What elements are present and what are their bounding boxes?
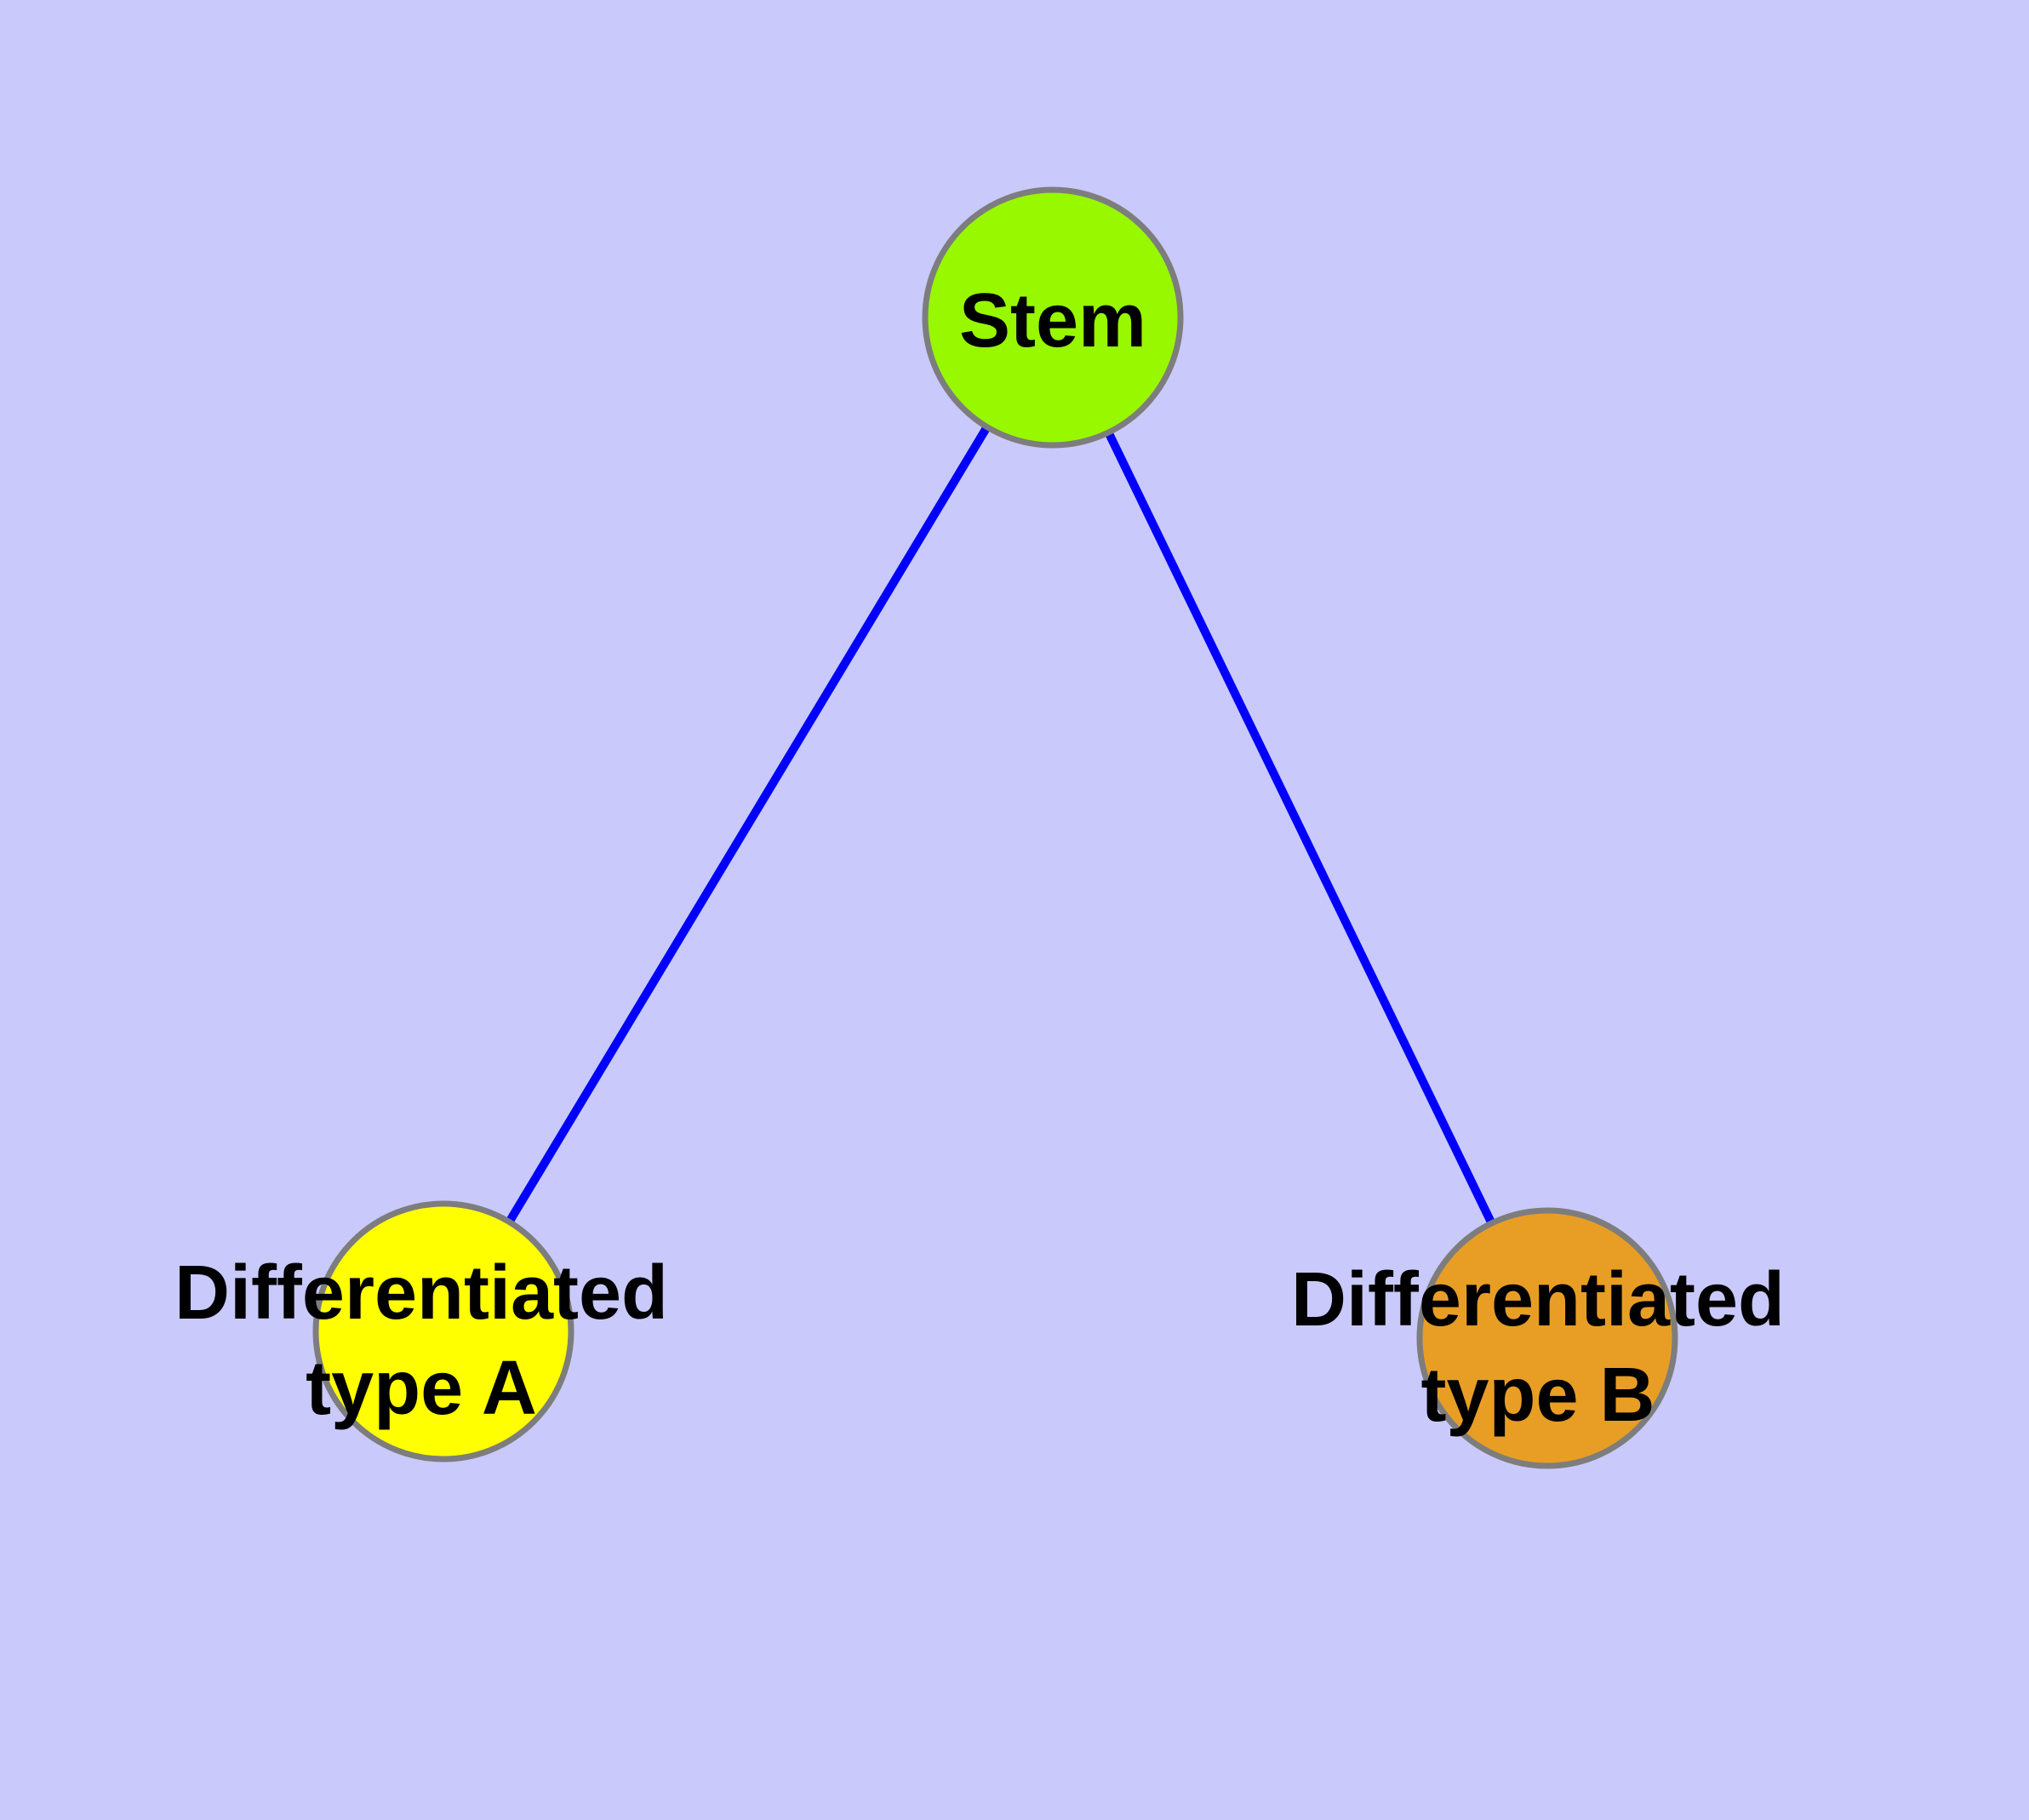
node-label-line: type A: [306, 1346, 537, 1431]
node-circle-diff-a: [312, 1200, 574, 1462]
node-stem: Stem: [922, 186, 1184, 449]
node-diff-a: Differentiated type A: [174, 1200, 668, 1462]
node-label-diff-a: Differentiated type A: [174, 1251, 668, 1431]
node-label-stem: Stem: [959, 278, 1146, 363]
edge-stem-diff-a: [439, 315, 1057, 1334]
node-label-line: Differentiated: [174, 1251, 668, 1336]
node-label-line: Differentiated: [1291, 1257, 1785, 1342]
node-diff-b: Differentiated type B: [1291, 1207, 1785, 1469]
node-circle-stem: [922, 186, 1184, 449]
node-label-line: type B: [1420, 1353, 1655, 1438]
node-label-line: Stem: [959, 278, 1146, 363]
edge-stem-diff-b: [1049, 315, 1552, 1341]
node-circle-diff-b: [1416, 1207, 1678, 1469]
node-label-diff-b: Differentiated type B: [1291, 1257, 1785, 1438]
